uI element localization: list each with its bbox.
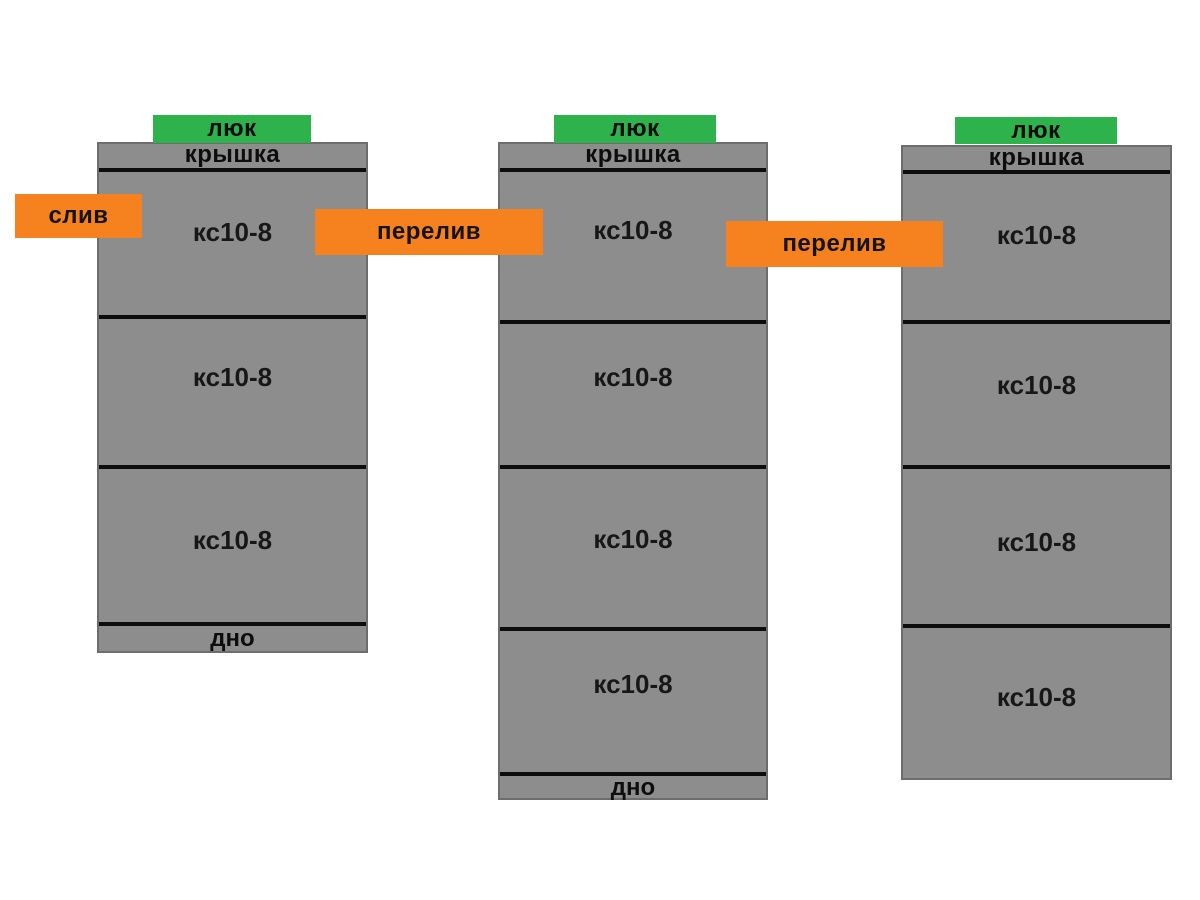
- ring-label: кс10-8: [996, 527, 1077, 557]
- ring-label: кс10-8: [996, 220, 1077, 250]
- ring-label: кс10-8: [996, 682, 1077, 712]
- cover-label: крышка: [988, 144, 1085, 171]
- hatch-label: люк: [955, 117, 1117, 144]
- joint-line: [500, 320, 766, 324]
- joint-line: [903, 170, 1170, 174]
- joint-line: [99, 622, 366, 626]
- ring-label: кс10-8: [192, 217, 273, 247]
- joint-line: [99, 315, 366, 319]
- cover-label: крышка: [184, 141, 281, 168]
- overflow-label: перелив: [726, 221, 943, 267]
- joint-line: [903, 465, 1170, 469]
- ring-label: кс10-8: [593, 524, 673, 554]
- joint-line: [903, 320, 1170, 324]
- bottom-label: дно: [210, 625, 255, 652]
- drain-label: слив: [15, 194, 142, 238]
- well-3: крышка кс10-8 кс10-8 кс10-8 кс10-8: [901, 145, 1172, 780]
- cover-label: крышка: [585, 141, 681, 168]
- ring-label: кс10-8: [593, 215, 673, 245]
- hatch-label: люк: [153, 115, 311, 143]
- ring-label: кс10-8: [192, 525, 273, 555]
- joint-line: [903, 624, 1170, 628]
- bottom-label: дно: [610, 774, 656, 801]
- overflow-label: перелив: [315, 209, 543, 255]
- hatch-label: люк: [554, 115, 716, 143]
- ring-label: кс10-8: [996, 370, 1077, 400]
- ring-label: кс10-8: [192, 362, 273, 392]
- joint-line: [99, 465, 366, 469]
- ring-label: кс10-8: [593, 362, 673, 392]
- joint-line: [99, 168, 366, 172]
- ring-label: кс10-8: [593, 669, 673, 699]
- joint-line: [500, 772, 766, 776]
- joint-line: [500, 627, 766, 631]
- joint-line: [500, 465, 766, 469]
- joint-line: [500, 168, 766, 172]
- well-2: крышка кс10-8 кс10-8 кс10-8 кс10-8 дно: [498, 141, 768, 801]
